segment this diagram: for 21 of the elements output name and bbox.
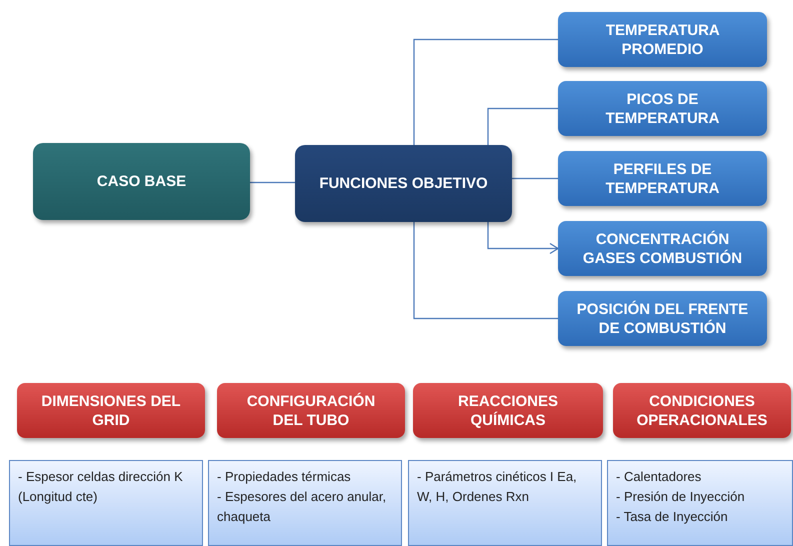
objective-box: POSICIÓN DEL FRENTE DE COMBUSTIÓN xyxy=(558,291,767,346)
connector-line xyxy=(413,222,558,320)
category-box: DIMENSIONES DEL GRID xyxy=(17,383,205,438)
objective-box: TEMPERATURA PROMEDIO xyxy=(558,12,767,67)
list-box: - Calentadores - Presión de Inyección - Tasa de Inyección xyxy=(607,460,793,546)
category-box: CONDICIONES OPERACIONALES xyxy=(613,383,791,438)
connector-line xyxy=(250,182,295,184)
process-box: CASO BASE xyxy=(33,143,250,220)
list-box: - Propiedades térmicas - Espesores del acero anular, chaqueta xyxy=(208,460,402,546)
category-box: REACCIONES QUÍMICAS xyxy=(413,383,603,438)
objective-box: CONCENTRACIÓN GASES COMBUSTIÓN xyxy=(558,221,767,276)
category-box: CONFIGURACIÓN DEL TUBO xyxy=(217,383,405,438)
process-box: FUNCIONES OBJETIVO xyxy=(295,145,512,222)
objective-box: PERFILES DE TEMPERATURA xyxy=(558,151,767,206)
list-box: - Parámetros cinéticos I Ea, W, H, Ordenes Rxn xyxy=(408,460,602,546)
connector-line xyxy=(413,38,558,145)
objective-box: PICOS DE TEMPERATURA xyxy=(558,81,767,136)
connector-line xyxy=(512,178,558,180)
connector-line xyxy=(487,108,558,145)
arrow xyxy=(487,222,559,254)
list-box: - Espesor celdas dirección K (Longitud cte) xyxy=(9,460,203,546)
